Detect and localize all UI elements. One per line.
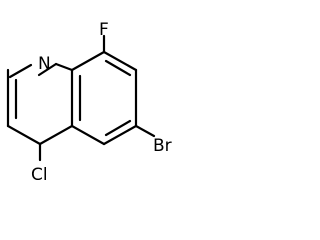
bond-c6-c5 [102, 124, 138, 146]
bond-c6-br [134, 124, 156, 138]
bond-c6-c5-inner [104, 119, 132, 137]
bond-c8-c7-inner [104, 59, 132, 77]
bonds [6, 34, 156, 162]
bond-c5-c4a [70, 124, 106, 146]
background [0, 0, 200, 200]
atom-label-bromine: Br [153, 136, 172, 156]
bond-n1-c2-double [8, 63, 33, 79]
bond-c8a-n1 [54, 62, 74, 72]
bond-c8-c7 [102, 50, 138, 72]
atom-labels: N F Br Cl [31, 20, 172, 185]
atom-label-nitrogen: N [38, 54, 51, 74]
bond-c3-c4 [6, 124, 42, 146]
atom-label-fluorine: F [99, 20, 109, 40]
structure-diagram: N F Br Cl [0, 0, 200, 200]
bond-c8a-c8 [70, 50, 106, 72]
bond-n1-c2 [37, 62, 58, 77]
bond-c4-c4a [38, 124, 74, 146]
atom-label-chlorine: Cl [31, 165, 48, 185]
